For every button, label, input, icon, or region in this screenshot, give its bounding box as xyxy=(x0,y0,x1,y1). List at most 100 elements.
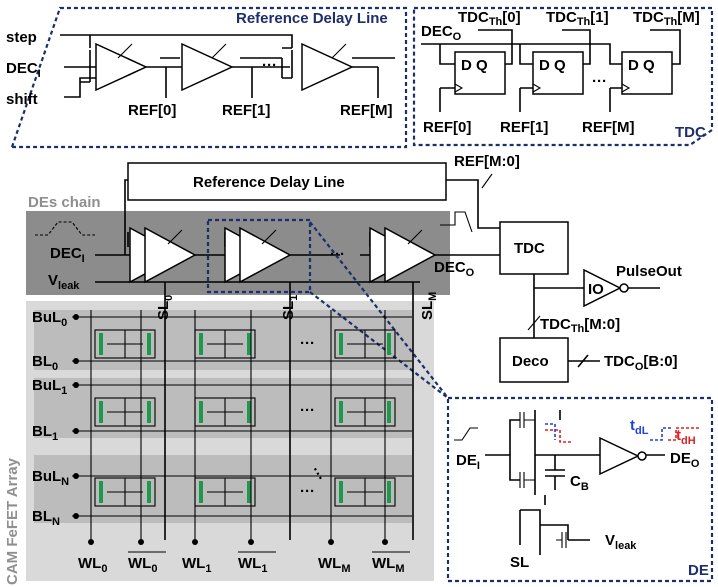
tdc-out-label: TDCO[B:0] xyxy=(604,353,678,373)
de-tdh-label: tdH xyxy=(676,427,696,447)
fefet-gate-left xyxy=(339,333,343,355)
array-col-terminal xyxy=(382,539,388,545)
array-row-terminal xyxy=(73,314,79,320)
fefet-gate-right xyxy=(387,333,391,355)
ref-inset-frame xyxy=(10,6,408,149)
fefet-gate-left xyxy=(199,401,203,423)
tdc-out-0: TDCTh[0] xyxy=(458,9,521,28)
ref-out-m: REF[M] xyxy=(340,102,393,119)
array-col-label: WL0 xyxy=(78,555,107,575)
de-circuit-wires xyxy=(485,410,665,555)
de-tdl-label: tdL xyxy=(630,417,649,437)
array-col-label: WLM xyxy=(318,555,351,575)
tdc-input-dec: DECO xyxy=(421,23,462,43)
array-row-terminal xyxy=(73,428,79,434)
tdc-block-label: TDC xyxy=(514,240,545,257)
input-pulse-icon xyxy=(35,221,95,236)
ref-buffer-1 xyxy=(181,42,234,92)
fefet-cell-wiring xyxy=(207,398,243,426)
array-col-terminal xyxy=(138,539,144,545)
array-row-terminal xyxy=(73,513,79,519)
tdc-block xyxy=(499,221,569,275)
fefet-gate-right xyxy=(147,481,151,503)
fefet-gate-left xyxy=(199,481,203,503)
main-dec-in: DECI xyxy=(50,245,85,265)
ref-input-step: step xyxy=(6,29,37,46)
tdc-inset-frame xyxy=(412,6,714,147)
de-1-highlight xyxy=(206,218,312,294)
fefet-gate-right xyxy=(387,401,391,423)
ref-inset-title: Reference Delay Line xyxy=(236,10,388,27)
fefet-cell-wiring xyxy=(107,478,143,506)
array-row-band-1 xyxy=(34,378,412,438)
ref-out-0: REF[0] xyxy=(128,102,176,119)
array-col-label: WL1 xyxy=(182,555,211,575)
array-row-label: BL1 xyxy=(32,423,58,443)
fefet-gate-left xyxy=(199,333,203,355)
tdc-ff-m xyxy=(621,51,673,95)
fefet-cell-wiring xyxy=(207,478,243,506)
tdc-ff-0 xyxy=(454,51,506,95)
tdc-th-bus-label: TDCTh[M:0] xyxy=(540,316,620,335)
array-row-terminal xyxy=(73,473,79,479)
io-buffer xyxy=(583,268,622,308)
de-inverter-bubble xyxy=(637,451,647,461)
fefet-gate-right xyxy=(247,333,251,355)
chain-wires xyxy=(105,254,500,283)
fefet-cell-wiring xyxy=(107,330,143,358)
array-row-label: BLN xyxy=(32,508,60,528)
deco-block-label: Deco xyxy=(512,353,549,370)
pulse-out-label: PulseOut xyxy=(616,263,682,280)
main-ref-delay-line-label: Reference Delay Line xyxy=(193,174,345,191)
tdc-ellipsis: ··· xyxy=(592,73,607,90)
fefet-gate-left xyxy=(99,333,103,355)
fefet-gate-right xyxy=(147,333,151,355)
fefet-cell-wiring xyxy=(207,330,243,358)
tdc-ff-1-label: D Q xyxy=(539,57,566,74)
array-row-terminal xyxy=(73,358,79,364)
main-ref-delay-line-box xyxy=(127,162,447,201)
tdc-ref-0: REF[0] xyxy=(423,119,471,136)
fefet-cell-wiring xyxy=(107,398,143,426)
sl-1-label: SL1 xyxy=(280,295,300,320)
fefet-gate-left xyxy=(339,401,343,423)
array-col-terminal xyxy=(192,539,198,545)
ref-input-shift: shift xyxy=(6,91,38,108)
tdc-ff-0-label: D Q xyxy=(461,57,488,74)
ref-out-1: REF[1] xyxy=(222,102,270,119)
de-red-pulse xyxy=(545,429,572,443)
ref-input-dec: DECI xyxy=(6,60,41,80)
tdc-ref-1: REF[1] xyxy=(500,119,548,136)
sl-lines xyxy=(164,282,414,540)
fefet-gate-right xyxy=(387,481,391,503)
array-row-band-2 xyxy=(34,455,412,523)
array-col-label: WL0 xyxy=(128,555,157,575)
sl-m-label: SLM xyxy=(419,292,439,320)
array-col-terminal xyxy=(328,539,334,545)
sl-0-label: SL0 xyxy=(155,295,175,320)
array-col-label: WL1 xyxy=(238,555,267,575)
tdc-out-1: TDCTh[1] xyxy=(546,9,609,28)
ref-bus-label: REF[M:0] xyxy=(454,153,520,170)
de-out-label: DEO xyxy=(670,450,700,470)
de-sl-label: SL xyxy=(510,554,529,571)
de-inset-title: DE xyxy=(688,562,709,579)
des-chain-label: DEs chain xyxy=(28,194,101,211)
tdc-clock-marks xyxy=(454,83,631,93)
de-out-pulse-icon-red xyxy=(668,427,700,441)
de-zoom-lines xyxy=(309,221,449,399)
array-ellipsis-row2: ··· xyxy=(300,483,315,500)
ref-buffer-wires xyxy=(146,66,379,98)
deco-out-wire xyxy=(568,354,600,368)
fefet-cell-wiring xyxy=(347,330,383,358)
de-blue-pulse xyxy=(545,423,556,440)
tdc-to-io-wire xyxy=(533,274,585,338)
array-cells xyxy=(94,329,396,507)
fefet-gate-left xyxy=(99,481,103,503)
array-row-label: BuLN xyxy=(32,468,69,488)
array-col-terminal xyxy=(248,539,254,545)
tdc-ref-m: REF[M] xyxy=(582,119,635,136)
array-side-label: CAM FeFET Array xyxy=(4,457,21,585)
de-out-pulse-icon xyxy=(650,427,672,441)
